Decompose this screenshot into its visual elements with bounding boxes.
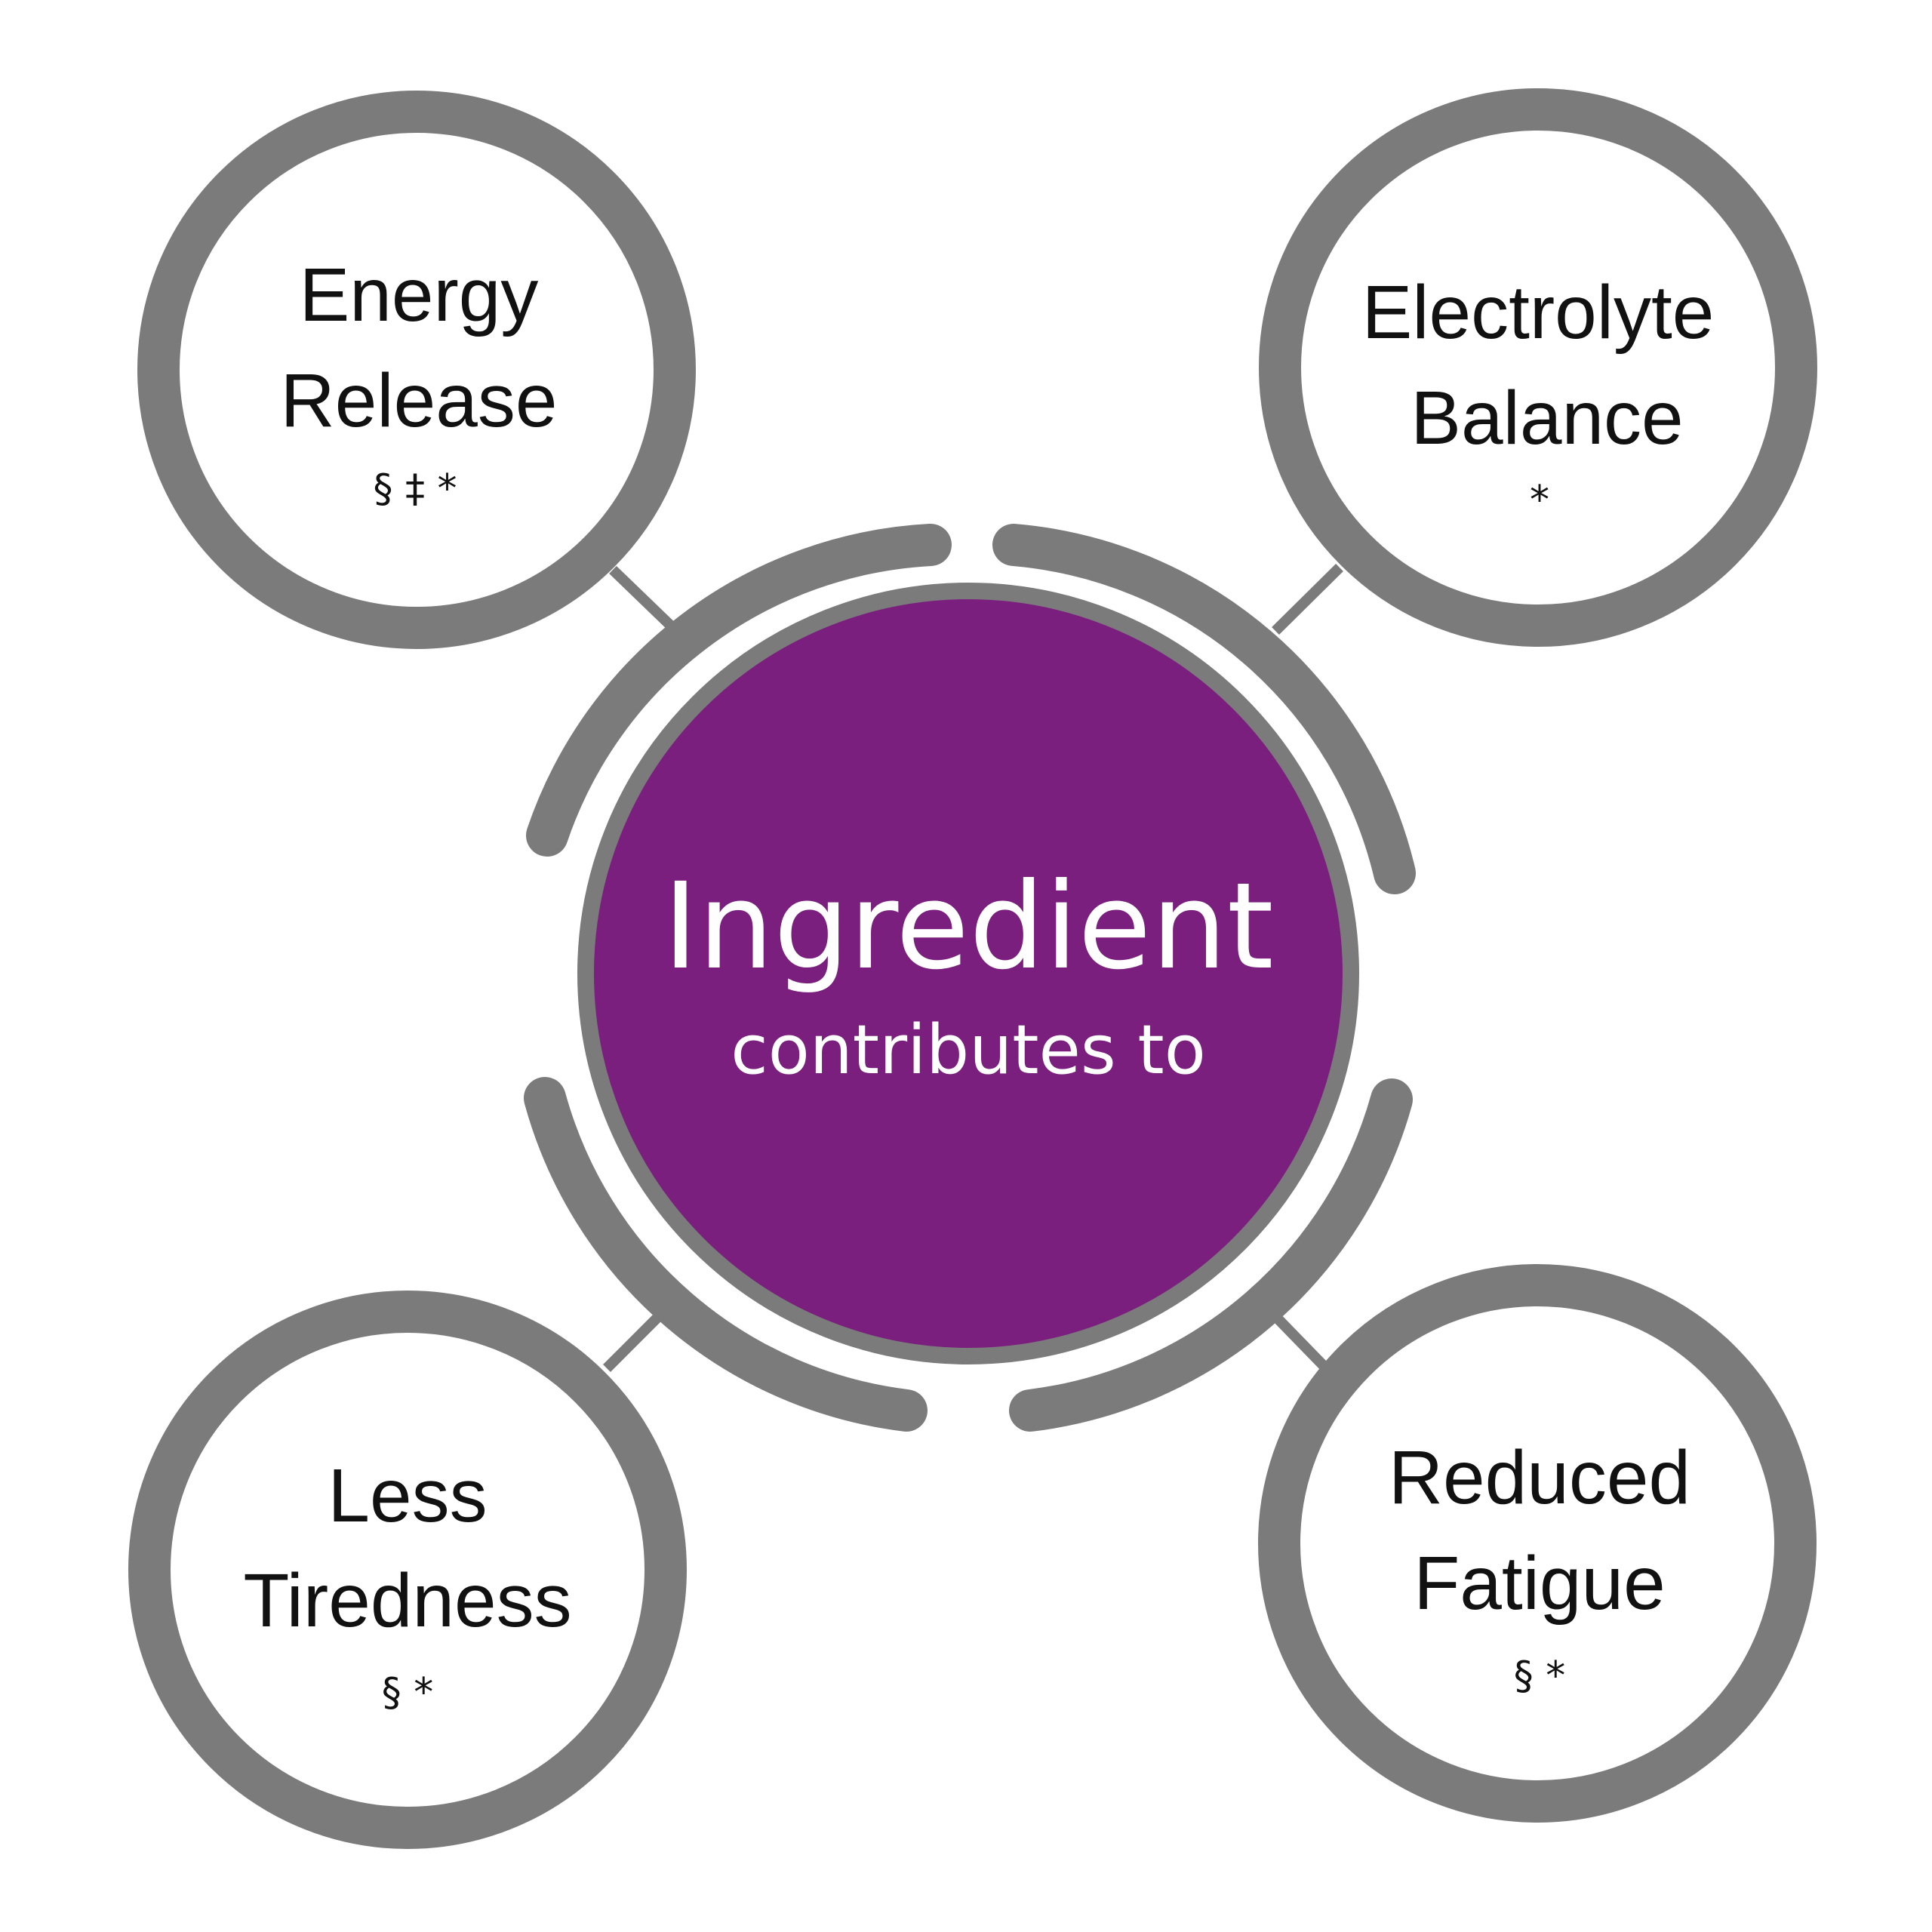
node-label-line1: Energy [300, 253, 539, 337]
center-arcs [524, 524, 1416, 1432]
center-subtitle: contributes to [731, 1011, 1206, 1090]
node-label-line1: Reduced [1389, 1435, 1690, 1520]
connectors [603, 564, 1343, 1372]
node-label-line1: Electrolyte [1362, 270, 1715, 355]
node-circle [1258, 1264, 1817, 1823]
node-circle [128, 1291, 687, 1849]
arc-bottom-left [524, 1077, 928, 1432]
node-marks: § * [1514, 1654, 1566, 1699]
node-electrolyte-balance: Electrolyte Balance * [1259, 88, 1817, 647]
node-label-line2: Release [281, 358, 558, 443]
arc-bottom-right [1009, 1078, 1413, 1432]
node-reduced-fatigue: Reduced Fatigue § * [1258, 1264, 1817, 1823]
center-node: Ingredient contributes to [577, 583, 1359, 1364]
node-less-tiredness: Less Tiredness § * [128, 1291, 687, 1849]
arc-top-right [992, 524, 1416, 894]
node-energy-release: Energy Release § ‡ * [137, 91, 696, 649]
node-marks: § * [382, 1670, 434, 1715]
node-label-line2: Tiredness [243, 1558, 571, 1643]
center-circle [577, 583, 1359, 1364]
connector-bottom-left [603, 1309, 666, 1372]
node-label-line1: Less [328, 1454, 487, 1538]
connector-bottom-right [1268, 1309, 1331, 1372]
arc-top-left [526, 524, 952, 857]
node-circle [1259, 88, 1817, 647]
node-marks: * [1530, 478, 1549, 523]
center-title: Ingredient [663, 857, 1273, 996]
node-label-line2: Fatigue [1414, 1541, 1666, 1626]
connector-top-left [609, 565, 680, 635]
node-marks: § ‡ * [373, 466, 457, 512]
node-label-line2: Balance [1411, 376, 1683, 460]
connector-top-right [1272, 564, 1343, 635]
node-circle [137, 91, 696, 649]
